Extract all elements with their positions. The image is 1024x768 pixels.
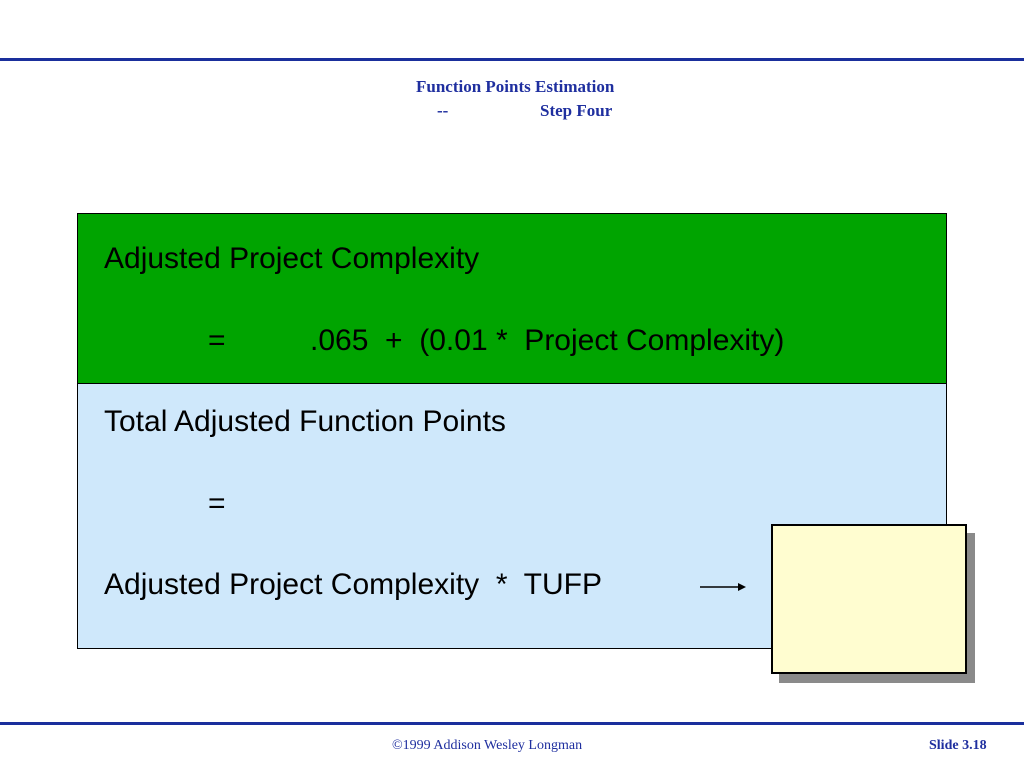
bottom-rule	[0, 722, 1024, 725]
slide-number: Slide 3.18	[929, 738, 987, 753]
adjusted-complexity-box	[77, 213, 947, 384]
adjusted-complexity-formula: .065 + (0.01 * Project Complexity)	[310, 324, 785, 357]
result-box	[771, 524, 967, 674]
adjusted-complexity-label: Adjusted Project Complexity	[104, 242, 480, 275]
right-arrow-icon	[700, 583, 746, 591]
slide-title: Function Points Estimation	[416, 77, 615, 96]
subtitle-dash: --	[437, 101, 449, 120]
total-adjusted-fp-formula: Adjusted Project Complexity * TUFP	[104, 568, 602, 601]
total-adjusted-fp-equals: =	[208, 487, 226, 520]
top-rule	[0, 58, 1024, 61]
adjusted-complexity-equals: =	[208, 324, 226, 357]
slide-subtitle: Step Four	[540, 101, 613, 120]
total-adjusted-fp-label: Total Adjusted Function Points	[104, 405, 506, 438]
footer-copyright: ©1999 Addison Wesley Longman	[392, 738, 583, 753]
